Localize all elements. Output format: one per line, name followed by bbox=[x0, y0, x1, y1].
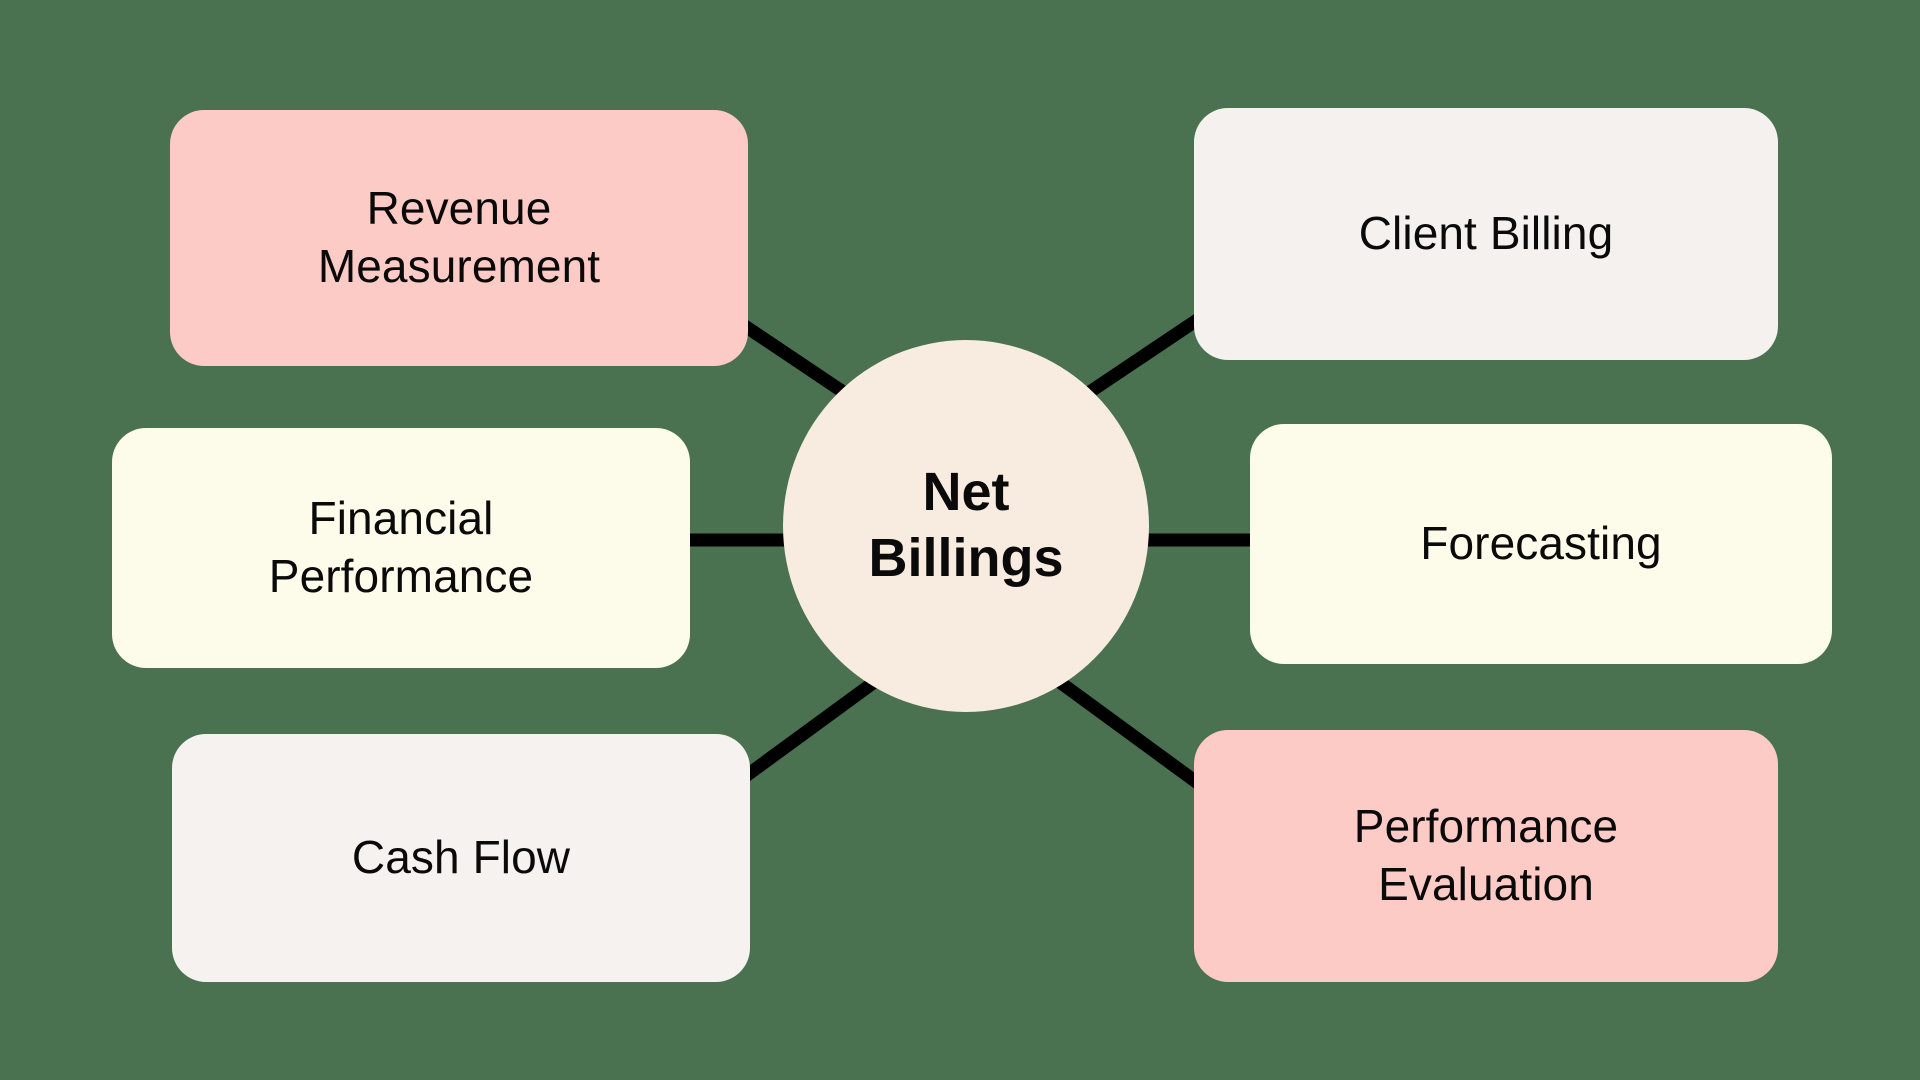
connector-cash-flow bbox=[731, 666, 892, 790]
node-performance-evaluation[interactable]: Performance Evaluation bbox=[1194, 730, 1778, 982]
connector-performance-evaluation bbox=[1042, 666, 1203, 790]
node-center-net-billings[interactable]: Net Billings bbox=[783, 340, 1149, 712]
node-client-billing[interactable]: Client Billing bbox=[1194, 108, 1778, 360]
node-revenue-measurement[interactable]: Revenue Measurement bbox=[170, 110, 748, 366]
node-financial-performance[interactable]: Financial Performance bbox=[112, 428, 690, 668]
node-cash-flow[interactable]: Cash Flow bbox=[172, 734, 750, 982]
node-forecasting[interactable]: Forecasting bbox=[1250, 424, 1832, 664]
